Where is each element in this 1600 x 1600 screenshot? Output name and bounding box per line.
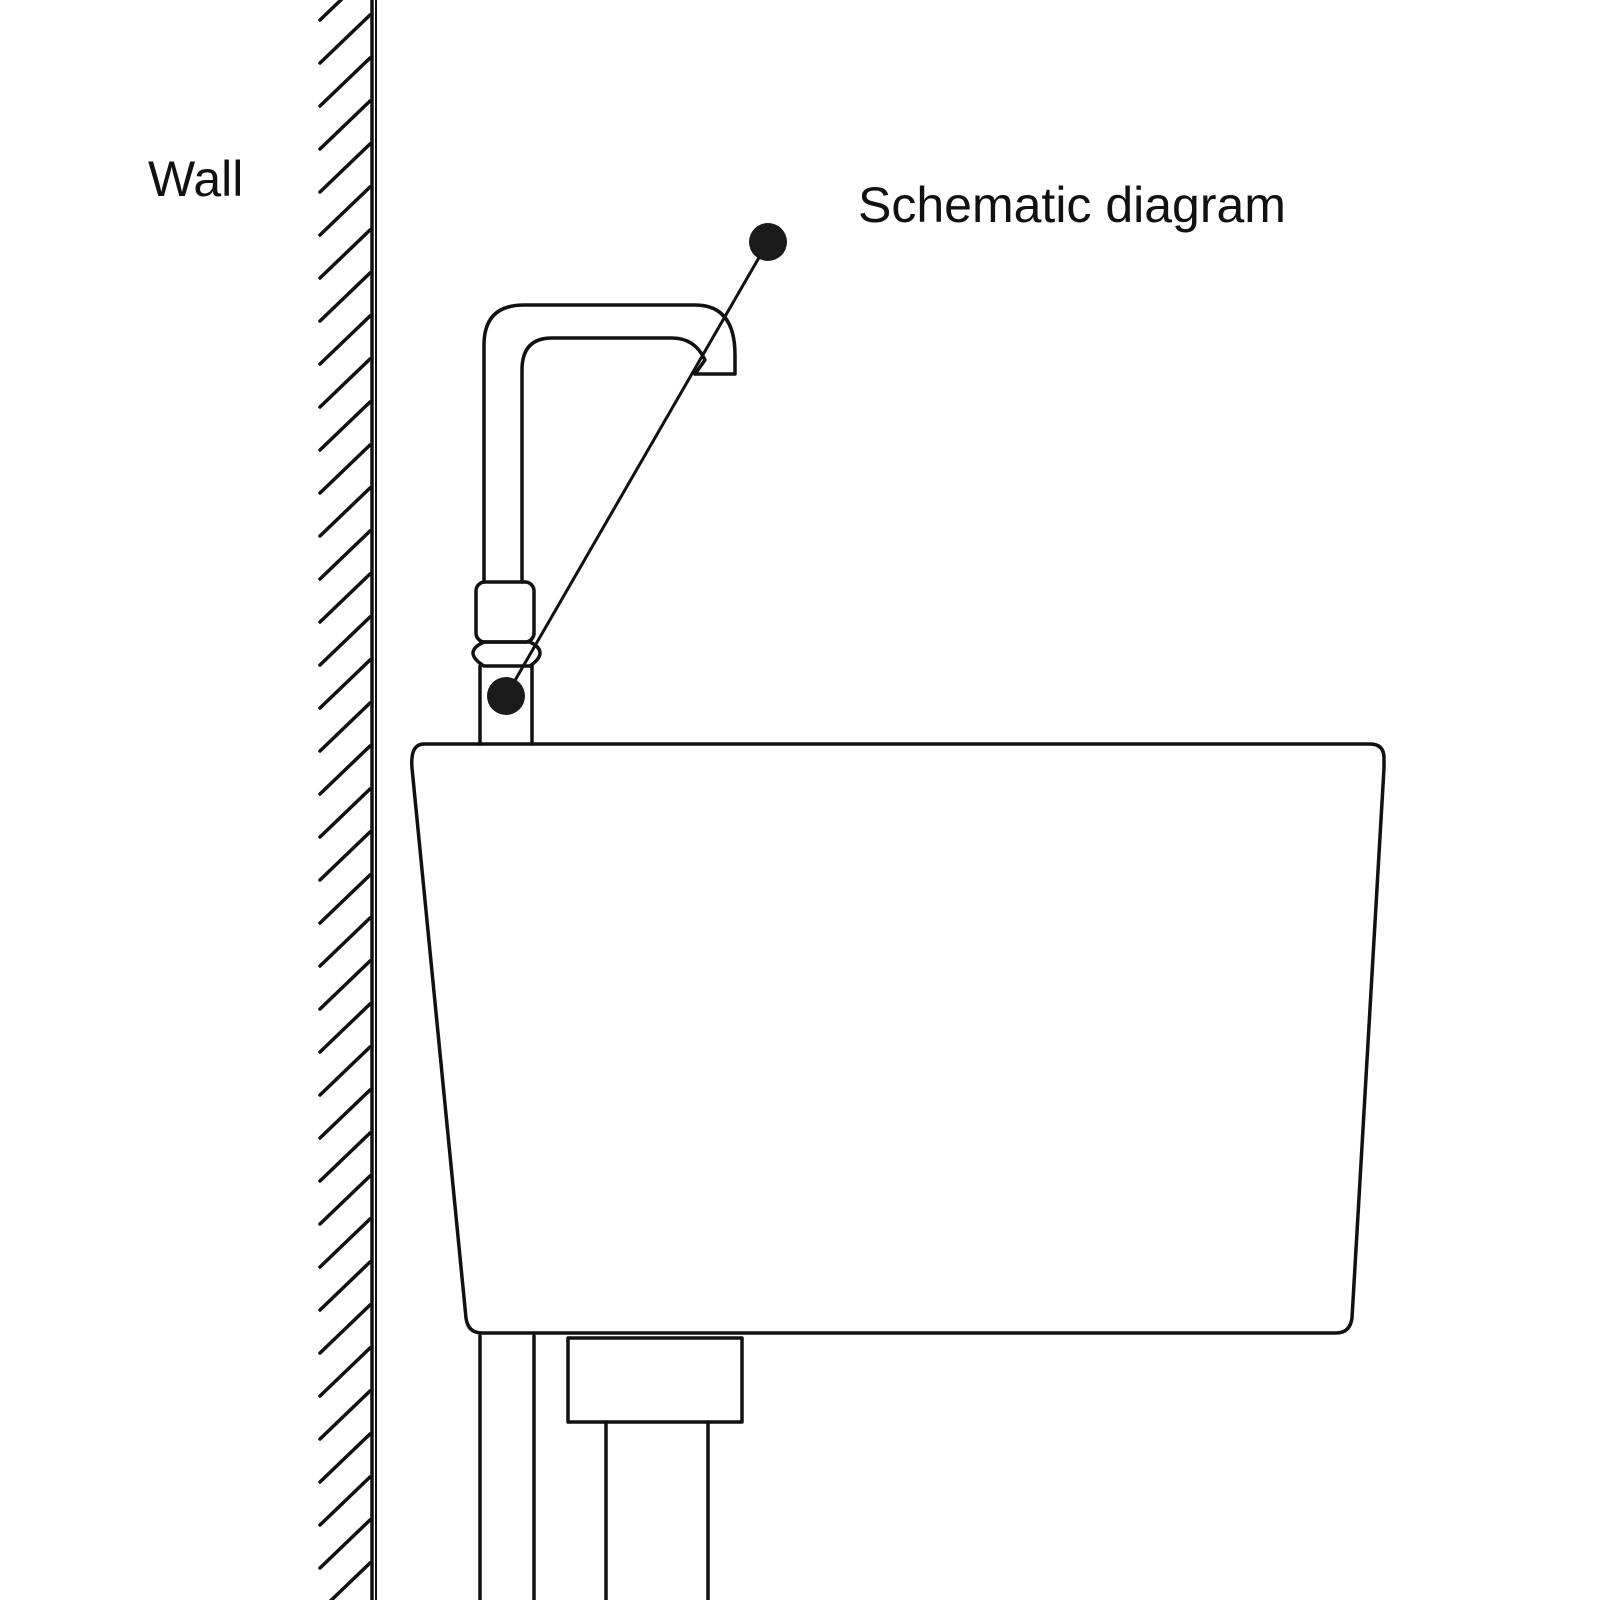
hatch-stroke	[318, 744, 372, 796]
hatch-stroke	[318, 1217, 372, 1269]
pointer-dot-top	[749, 223, 787, 261]
hatch-stroke	[318, 1432, 372, 1484]
diagram-title: Schematic diagram	[858, 177, 1286, 233]
hatch-stroke	[318, 13, 372, 65]
drain-pipe	[604, 1420, 710, 1600]
hatch-stroke	[318, 0, 344, 22]
hatch-stroke	[318, 1260, 372, 1312]
hatch-stroke	[318, 314, 372, 366]
hatch-stroke	[318, 400, 372, 452]
hatch-stroke	[318, 1303, 372, 1355]
hatch-stroke	[318, 1475, 372, 1527]
hatch-stroke	[318, 99, 372, 151]
hatch-stroke	[318, 1389, 372, 1441]
faucet-spout-outer	[482, 303, 737, 584]
hatch-stroke	[318, 142, 372, 194]
hatch-stroke	[318, 486, 372, 538]
hatch-stroke	[318, 1088, 372, 1140]
hatch-stroke	[318, 443, 372, 495]
wall	[318, 0, 377, 1600]
hatch-stroke	[318, 357, 372, 409]
faucet-collar	[471, 640, 542, 668]
hatch-stroke	[318, 1518, 372, 1570]
hatch-stroke	[318, 1045, 372, 1097]
hatch-stroke	[318, 787, 372, 839]
hatch-stroke	[318, 271, 372, 323]
faucet-spout-inner	[520, 336, 707, 584]
hatch-stroke	[318, 959, 372, 1011]
basin-body	[410, 742, 1386, 1335]
wall-label: Wall	[148, 151, 244, 207]
hatch-stroke	[318, 56, 372, 108]
hatch-stroke	[318, 529, 372, 581]
hatch-stroke	[318, 701, 372, 753]
hatch-stroke	[318, 658, 372, 710]
supply-pipe	[478, 1334, 536, 1600]
hatch-stroke	[318, 185, 372, 237]
faucet-base-stem	[478, 664, 534, 746]
hatch-stroke	[318, 1346, 372, 1398]
hatch-stroke	[318, 916, 372, 968]
hatch-stroke	[318, 228, 372, 280]
hatch-stroke	[318, 1131, 372, 1183]
pointer-dot-bottom	[487, 677, 525, 715]
drain-flange	[566, 1336, 744, 1424]
hatch-stroke	[318, 873, 372, 925]
pointer-line	[504, 240, 770, 698]
hatch-stroke	[318, 1002, 372, 1054]
hatch-stroke	[328, 1561, 372, 1600]
hatch-stroke	[318, 830, 372, 882]
hatch-stroke	[318, 615, 372, 667]
hatch-stroke	[318, 1174, 372, 1226]
faucet	[471, 303, 737, 746]
wall-hatching	[318, 0, 372, 1600]
hatch-stroke	[318, 572, 372, 624]
faucet-body-block	[474, 580, 536, 644]
